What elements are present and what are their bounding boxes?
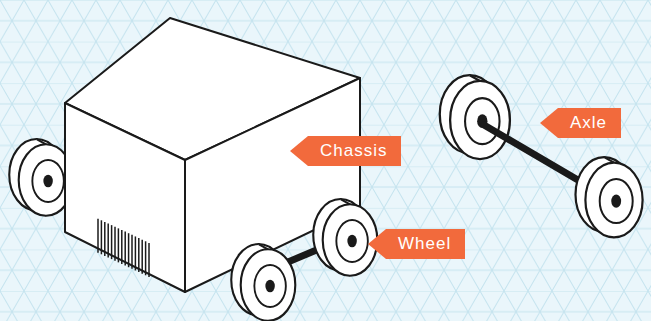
grille-line: [97, 219, 99, 253]
grille-line: [114, 227, 116, 261]
wheel-drawing: [440, 75, 510, 159]
part-name: Axle: [570, 113, 607, 132]
part-name: Chassis: [320, 141, 387, 160]
wheel-drawing: [9, 139, 73, 216]
grille-line: [118, 228, 120, 262]
grille-line: [121, 230, 123, 264]
grille-line: [104, 222, 106, 256]
wheel-drawing: [313, 199, 377, 276]
grille-line: [145, 241, 147, 275]
grille-line: [124, 232, 126, 266]
grille-line: [107, 224, 109, 258]
callout-tag: Chassis: [290, 136, 401, 166]
grille-line: [128, 233, 130, 267]
grille-line: [148, 243, 150, 277]
callout-tag: Wheel: [368, 229, 465, 259]
grille-line: [138, 238, 140, 272]
part-name: Wheel: [398, 234, 451, 253]
grille-line: [141, 240, 143, 274]
grille: [98, 219, 149, 277]
grille-line: [131, 235, 133, 269]
grille-line: [135, 236, 137, 270]
wheel-drawing: [576, 157, 643, 237]
wheel-drawing: [231, 244, 295, 321]
grille-line: [111, 225, 113, 259]
grille-line: [101, 220, 103, 254]
callout-tag: Axle: [540, 108, 621, 138]
